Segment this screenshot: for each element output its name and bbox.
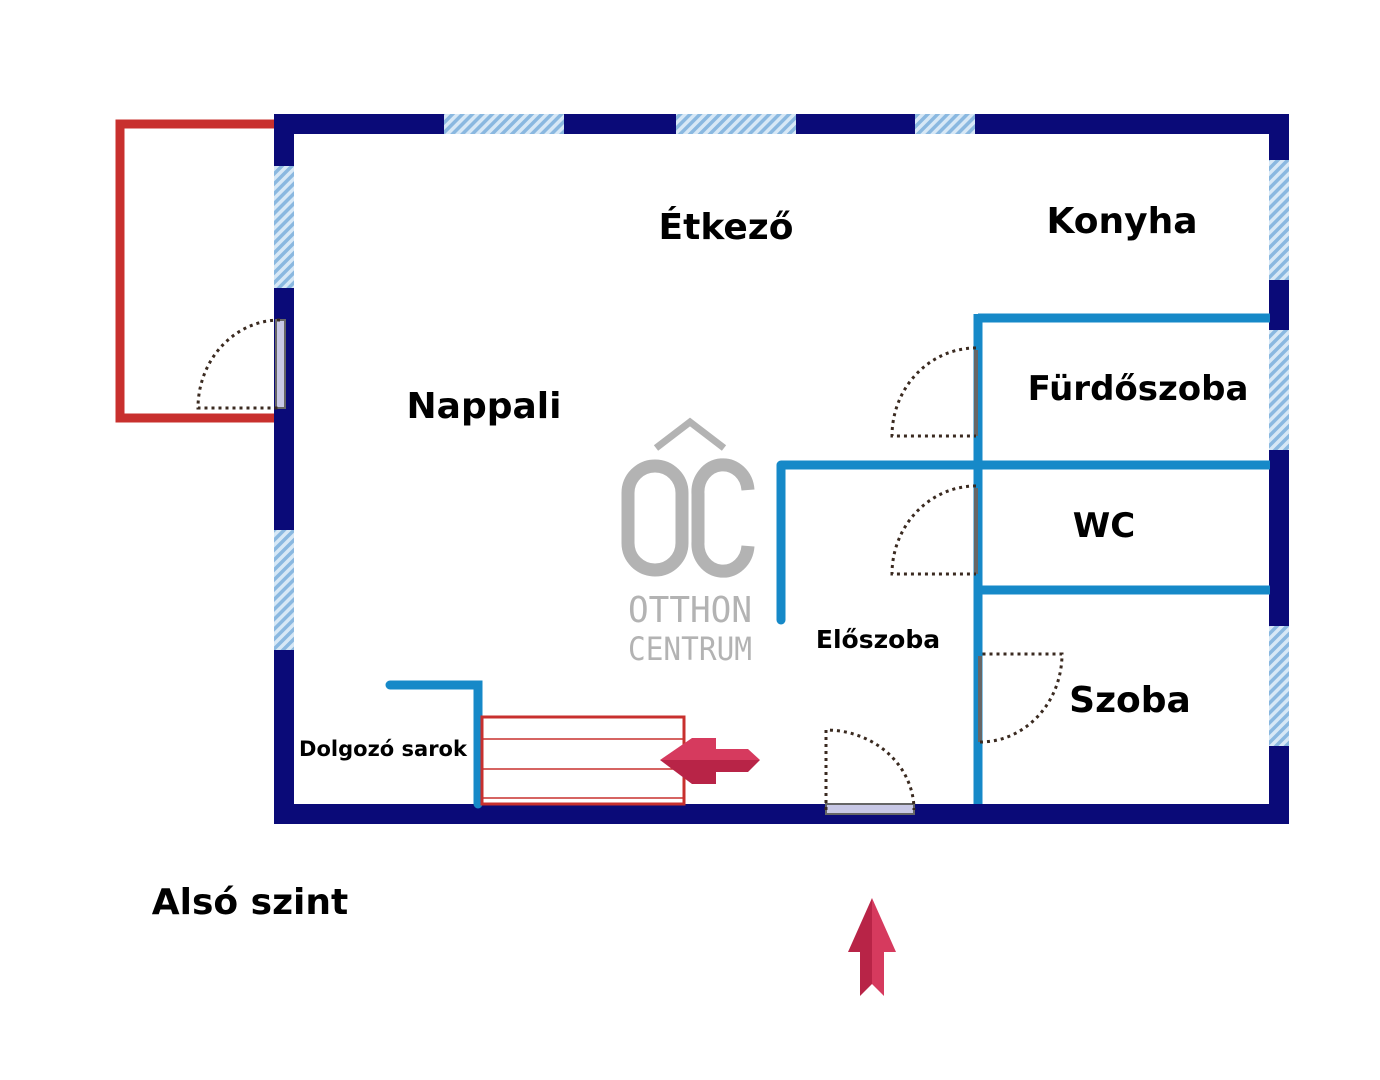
floor-label: Alsó szint — [152, 882, 348, 923]
window — [1269, 160, 1289, 280]
terrace-outline — [115, 119, 276, 423]
room-label-dolgozo-sarok: Dolgozó sarok — [299, 737, 468, 761]
room-labels: Étkező Konyha Nappali Fürdőszoba WC Elős… — [299, 201, 1248, 761]
entrance-arrow — [848, 898, 896, 996]
logo-line-2: CENTRUM — [628, 630, 752, 668]
room-label-szoba: Szoba — [1069, 680, 1191, 721]
door-bathroom — [890, 346, 978, 438]
door-room — [978, 652, 1064, 744]
room-label-eloszoba: Előszoba — [816, 625, 940, 654]
window — [915, 114, 975, 134]
otthon-centrum-logo: OTTHON CENTRUM — [621, 417, 755, 668]
window — [274, 166, 294, 288]
staircase — [480, 715, 686, 806]
doors — [196, 318, 1064, 815]
room-label-konyha: Konyha — [1046, 201, 1197, 242]
stair-direction-arrow — [660, 738, 760, 784]
door-terrace — [196, 318, 286, 410]
door-entrance — [824, 728, 916, 815]
room-label-wc: WC — [1073, 506, 1135, 546]
room-label-etkezo: Étkező — [659, 206, 794, 248]
logo-line-1: OTTHON — [628, 590, 752, 631]
window — [1269, 330, 1289, 450]
door-wc — [890, 484, 978, 576]
room-label-nappali: Nappali — [407, 386, 562, 427]
window — [274, 530, 294, 650]
window — [444, 114, 564, 134]
window — [676, 114, 796, 134]
room-label-furdoszoba: Fürdőszoba — [1028, 369, 1249, 409]
windows — [274, 114, 1289, 746]
window — [1269, 626, 1289, 746]
